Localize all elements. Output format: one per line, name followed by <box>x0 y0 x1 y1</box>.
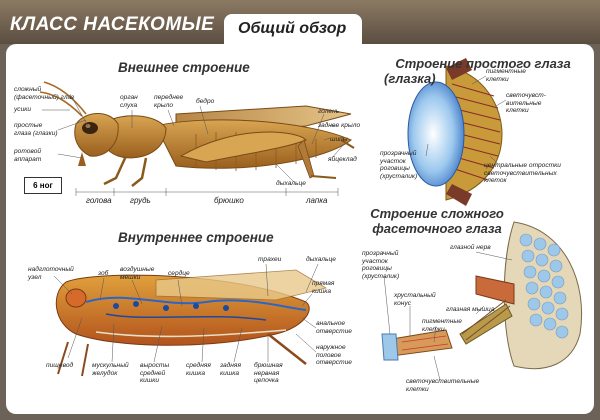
label-genital-opening: наружное половое отверстие <box>316 344 352 367</box>
grasshopper-external <box>39 81 355 187</box>
label-esophagus: пищевод <box>46 362 74 369</box>
label-compound-eye-sensory: светочувствительные клетки <box>406 378 480 393</box>
label-hindgut: задняя кишка <box>220 362 241 377</box>
compound-eye-title-line1: Строение сложного <box>370 206 504 221</box>
page-subtitle: Общий обзор <box>238 20 347 37</box>
label-anus: анальное отверстие <box>316 320 352 335</box>
label-heart: сердце <box>168 270 190 277</box>
label-ganglion: надглоточный узел <box>28 266 74 281</box>
label-compound-eye-pigment: пигментные клетки <box>422 318 462 333</box>
poster-board: Внешнее строение <box>6 44 594 414</box>
grasshopper-internal <box>55 269 328 377</box>
label-chest: грудь <box>130 196 151 205</box>
simple-eye-title: Строение простого глаза (глазка) <box>380 44 586 86</box>
label-front-wing: переднее крыло <box>154 94 184 109</box>
label-thigh: бедро <box>196 98 215 105</box>
external-structure-title: Внешнее строение <box>118 60 250 75</box>
label-mouthparts: ротовой аппарат <box>14 148 42 163</box>
label-simple-eye-sensory: светочувст- вительные клетки <box>506 92 546 115</box>
label-abdomen: брюшко <box>214 196 244 205</box>
diagram-artwork <box>39 58 583 381</box>
legs-count-box: 6 ног <box>24 177 62 194</box>
subtitle-tab <box>224 14 362 44</box>
label-optic-nerve: глазной нерв <box>450 244 491 251</box>
label-crystal-cone: хрустальный конус <box>394 292 436 307</box>
label-midgut: средняя кишка <box>186 362 211 377</box>
compound-eye-title: Строение сложного фасеточного глаза <box>362 206 512 236</box>
label-shin: голень <box>318 108 340 115</box>
label-spines: шипы <box>330 136 348 143</box>
page-title: КЛАСС НАСЕКОМЫЕ <box>10 14 215 35</box>
label-crop: зоб <box>98 270 109 277</box>
label-simple-eye-processes: центральные отростки светочувствительных… <box>484 162 561 185</box>
label-hearing-organ: орган слуха <box>120 94 138 109</box>
label-simple-eye-pigment: пигментные клетки <box>486 68 526 83</box>
label-simple-eye-cornea: прозрачный участок роговицы (хрусталик) <box>380 150 418 180</box>
label-compound-eye: сложный (фасеточный) глаз <box>14 86 75 101</box>
simple-eye-title-line2: (глазка) <box>384 71 436 86</box>
label-simple-eyes: простые глаза (глазки) <box>14 122 58 137</box>
label-eye-muscle: глазная мышца <box>446 306 495 313</box>
label-internal-spiracle: дыхальце <box>306 256 336 263</box>
label-foot: лапка <box>306 196 328 205</box>
compound-eye-title-line2: фасеточного глаза <box>372 221 502 236</box>
label-gastric-caeca: выросты средней кишки <box>140 362 170 385</box>
compound-eye-figure <box>381 221 583 370</box>
label-spiracle: дыхальце <box>276 180 306 187</box>
label-nerve-chain: брюшная нервная цепочка <box>254 362 283 385</box>
label-gizzard: мускульный желудок <box>92 362 129 377</box>
label-hind-wing: заднее крыло <box>318 122 361 129</box>
label-antennae: усики <box>14 106 32 113</box>
label-trachea: трахеи <box>258 256 282 263</box>
label-rectum: прямая кишка <box>312 280 335 295</box>
simple-eye-title-line1: Строение простого глаза <box>395 56 571 71</box>
label-air-sacs: воздушные мешки <box>120 266 155 281</box>
simple-eye-figure <box>407 58 503 206</box>
label-compound-eye-cornea: прозрачный участок роговицы (хрусталик) <box>362 250 400 280</box>
label-head: голова <box>86 196 112 205</box>
internal-structure-title: Внутреннее строение <box>118 230 274 245</box>
label-ovipositor: яйцеклад <box>328 156 357 163</box>
